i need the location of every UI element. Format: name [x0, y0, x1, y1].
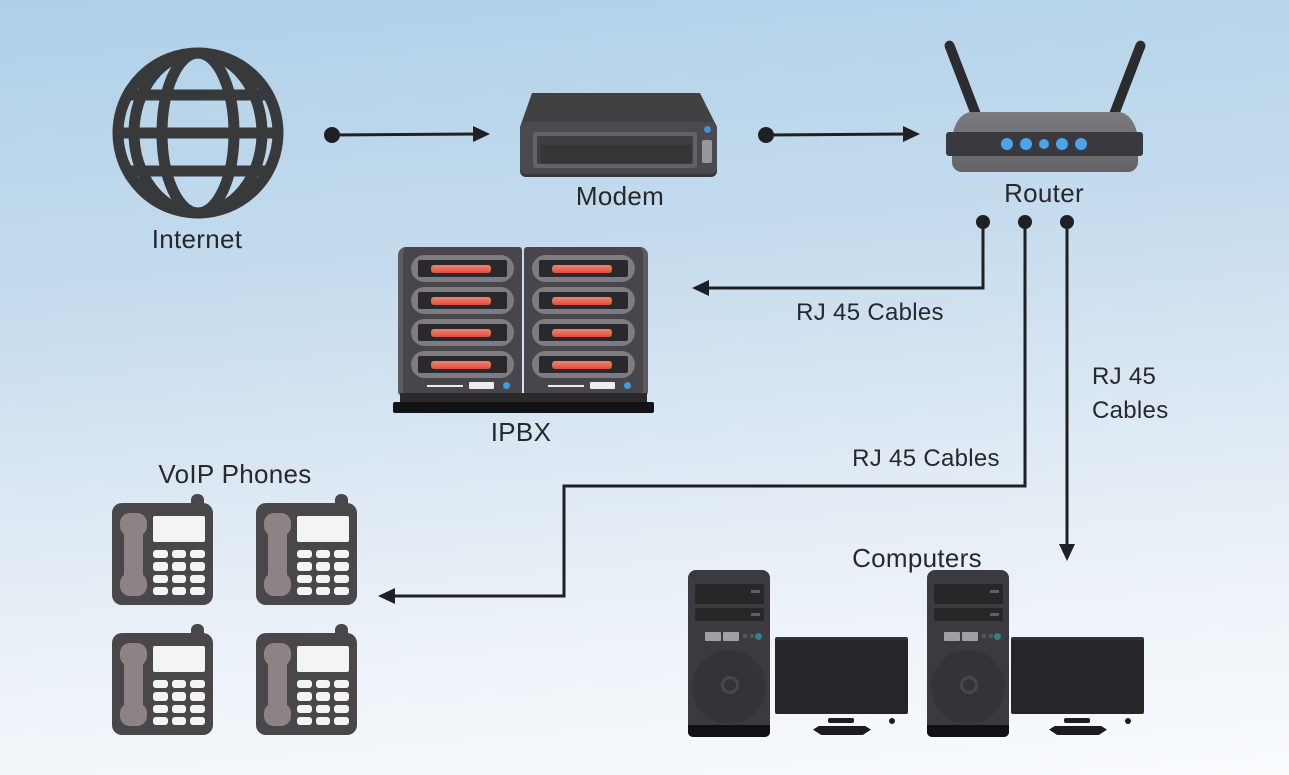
- rack-io-strip: [403, 381, 522, 390]
- modem-icon: [518, 90, 720, 180]
- router-led: [1020, 138, 1032, 150]
- server-slot: [532, 351, 635, 378]
- server-slot: [411, 287, 514, 314]
- server-slot: [411, 255, 514, 282]
- server-slot: [411, 319, 514, 346]
- arrowhead-left: [378, 588, 395, 604]
- ipbx-label: IPBX: [490, 417, 552, 447]
- cable-label-computers-line2: Cables: [1092, 397, 1169, 424]
- computer-tower-icon: [688, 570, 770, 737]
- monitor-icon: [775, 637, 908, 737]
- computer-tower-icon: [927, 570, 1009, 737]
- router-icon: [943, 30, 1147, 175]
- server-slot: [532, 287, 635, 314]
- router-led: [1056, 138, 1068, 150]
- modem-label: Modem: [575, 181, 665, 211]
- monitor-icon: [1011, 637, 1144, 737]
- arrowhead-down: [1059, 544, 1075, 561]
- arrowhead-right: [473, 126, 490, 142]
- cable-start-dot: [758, 127, 774, 143]
- cable-router-to-ipbx: [700, 222, 985, 290]
- server-slot: [532, 255, 635, 282]
- cable-router-to-phones: [386, 222, 1027, 598]
- cable-start-dot: [324, 127, 340, 143]
- arrowhead-right: [903, 126, 920, 142]
- desk-phone-icon: [112, 624, 213, 735]
- arrow-internet-to-modem: [331, 132, 479, 137]
- globe-icon: [112, 47, 284, 219]
- router-led: [1075, 138, 1087, 150]
- server-rack-icon: [393, 247, 654, 413]
- router-led: [1001, 138, 1013, 150]
- rack-panel-right: [524, 247, 648, 395]
- arrow-modem-to-router: [765, 132, 909, 137]
- rack-base: [400, 393, 647, 402]
- cable-label-computers: RJ 45 Cables: [1092, 360, 1169, 428]
- rack-panel-left: [398, 247, 522, 395]
- internet-label: Internet: [151, 224, 243, 254]
- modem-led: [704, 126, 711, 133]
- desk-phone-icon: [256, 624, 357, 735]
- cable-label-computers-line1: RJ 45: [1092, 363, 1157, 390]
- router-led: [1039, 139, 1049, 149]
- cable-label-phones: RJ 45 Cables: [852, 445, 1000, 472]
- rack-io-strip: [524, 381, 643, 390]
- computers-label: Computers: [852, 543, 982, 573]
- cable-label-ipbx: RJ 45 Cables: [796, 299, 944, 326]
- modem-top-face: [520, 93, 717, 127]
- cable-start-dot: [976, 215, 990, 229]
- voip-phones-label: VoIP Phones: [158, 459, 312, 489]
- modem-button: [702, 140, 712, 163]
- desk-phone-icon: [112, 494, 213, 605]
- cable-start-dot: [1018, 215, 1032, 229]
- desk-phone-icon: [256, 494, 357, 605]
- server-slot: [532, 319, 635, 346]
- modem-vent-slot: [533, 132, 697, 168]
- rack-base: [393, 402, 654, 413]
- server-slot: [411, 351, 514, 378]
- router-label: Router: [1004, 178, 1084, 208]
- cable-start-dot: [1060, 215, 1074, 229]
- arrowhead-left: [692, 280, 709, 296]
